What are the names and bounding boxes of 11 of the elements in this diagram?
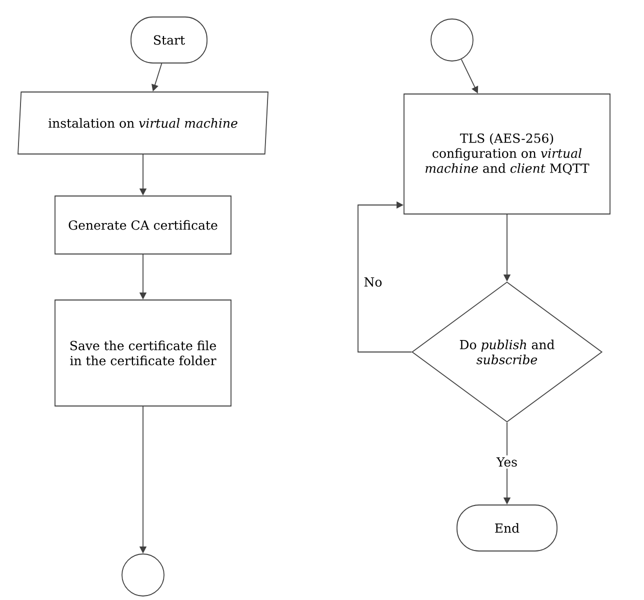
edge-label: Yes	[494, 455, 520, 469]
connector-circle	[430, 18, 474, 62]
terminal-box: End	[456, 504, 558, 552]
arrow	[358, 201, 412, 352]
input-parallelogram: instalation on virtual machine	[18, 92, 268, 154]
connector-circle	[122, 554, 164, 596]
terminal-box: Start	[130, 16, 208, 64]
edge-label: No	[362, 275, 384, 289]
process-box: TLS (AES-256) configuration on virtual machine and client MQTT	[404, 94, 610, 214]
process-box: Generate CA certificate	[54, 196, 232, 254]
process-box: Save the certificate file in the certificate folder	[54, 300, 232, 406]
